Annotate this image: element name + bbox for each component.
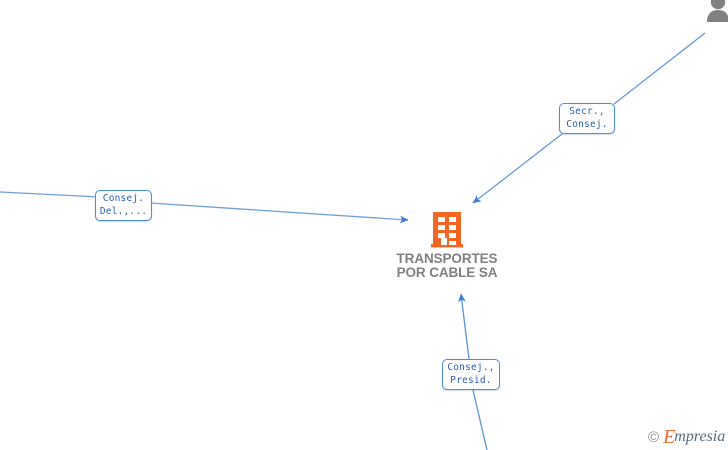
relation-label-line-2: Consej. [566,119,608,130]
company-node[interactable]: TRANSPORTES POR CABLE SA [380,210,514,280]
company-name: TRANSPORTES POR CABLE SA [396,251,498,280]
relation-label-consej-del[interactable]: Consej. Del.,... [95,190,152,221]
relation-label-line-2: Presid. [450,375,492,386]
relation-label-line-1: Consej., [447,362,495,373]
person-avatar-icon[interactable] [707,0,728,22]
relation-label-secr-consej[interactable]: Secr., Consej. [559,103,615,134]
copyright-symbol: © [648,428,660,446]
relation-label-line-1: Secr., [569,106,605,117]
brand-name: mpresia [674,428,726,445]
edge-consej-presid [458,293,488,450]
edge-consej-del [0,191,409,224]
empresia-watermark: © E mpresia [648,427,725,447]
relation-label-line-1: Consej. [102,193,145,204]
relation-label-line-2: Del.,... [99,206,148,217]
building-icon [431,212,463,248]
edge-secr-consej [472,32,706,204]
brand-initial: E [663,426,676,448]
relation-label-consej-presid[interactable]: Consej., Presid. [442,359,500,390]
